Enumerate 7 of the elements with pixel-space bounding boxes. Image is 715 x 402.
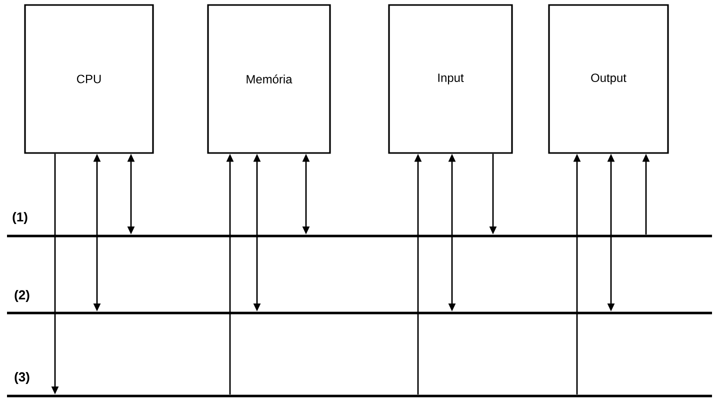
bus-label: (1) [12, 212, 28, 224]
component-box: Memória [207, 4, 331, 154]
bus-label: (2) [14, 290, 30, 302]
component-box: CPU [24, 4, 154, 154]
component-box: Output [548, 4, 669, 154]
bus-label: (3) [14, 372, 30, 384]
component-box: Input [388, 4, 513, 154]
